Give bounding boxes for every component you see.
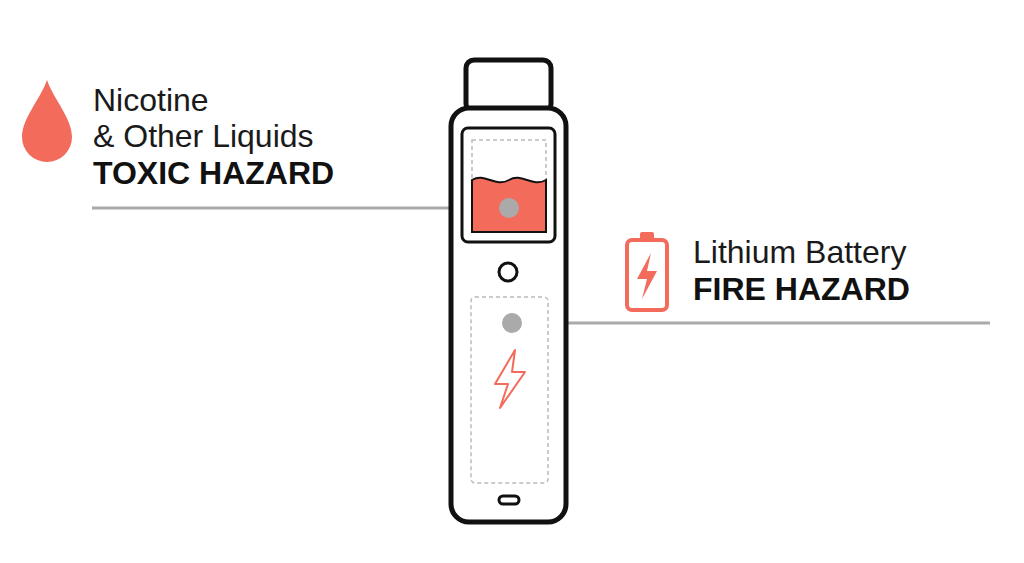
hazard-label: Lithium Battery (693, 234, 906, 270)
hazard-label: Nicotine (93, 82, 209, 118)
leader-line (92, 207, 500, 210)
leader-line (520, 322, 990, 325)
leader-dot (502, 313, 522, 333)
hazard-title: TOXIC HAZARD (93, 155, 334, 191)
vape-device (451, 60, 566, 522)
hazard-title: FIRE HAZARD (693, 271, 910, 307)
drop-icon (22, 80, 72, 162)
battery-icon (627, 232, 667, 310)
leader-dot (499, 198, 519, 218)
hazard-label: & Other Liquids (93, 118, 314, 154)
